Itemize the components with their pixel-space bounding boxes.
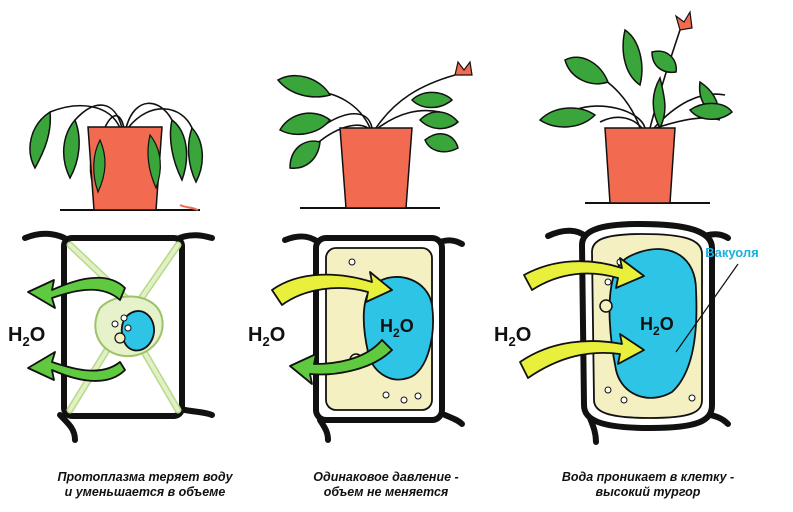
caption-normal: Одинаковое давление - объем не меняется xyxy=(261,470,511,500)
caption-line: Одинаковое давление - xyxy=(313,470,459,484)
caption-wilted: Протоплазма теряет воду и уменьшается в … xyxy=(20,470,270,500)
water-out-arrow-lower xyxy=(27,351,126,382)
vacuole-water-label: H2O xyxy=(380,316,414,340)
water-out-arrow-upper xyxy=(27,276,126,309)
water-out-arrow xyxy=(289,339,393,385)
caption-line: Вода проникает в клетку - xyxy=(561,470,735,484)
flower-icon xyxy=(454,60,473,76)
panel-normal: H2O H2O xyxy=(248,60,473,443)
water-in-arrow-upper xyxy=(523,257,645,291)
plasmolyzed-cell xyxy=(22,230,215,443)
water-label: H2O xyxy=(8,324,45,349)
wilted-flower-pot xyxy=(87,126,163,211)
normal-cell xyxy=(282,233,465,443)
vacuole-water-label: H2O xyxy=(640,314,674,338)
water-label: H2O xyxy=(494,324,531,349)
shrunken-vacuole xyxy=(120,310,155,352)
caption-turgid: Вода проникает в клетку - высокий тургор xyxy=(523,470,773,500)
turgid-flower-pot xyxy=(604,127,676,204)
vacuole-pointer-line xyxy=(675,263,739,353)
caption-line: высокий тургор xyxy=(595,485,701,499)
normal-plant-illustration xyxy=(276,60,473,209)
caption-line: и уменьшается в объеме xyxy=(64,485,226,499)
turgid-plant-illustration xyxy=(538,10,734,204)
normal-flower-pot xyxy=(339,127,413,209)
water-in-arrow xyxy=(271,271,393,306)
water-label: H2O xyxy=(248,324,285,349)
caption-line: объем не меняется xyxy=(323,485,449,499)
panel-turgid: Вакуоля H2O H2O xyxy=(494,10,759,445)
panel-wilted: H2O xyxy=(8,102,215,443)
caption-line: Протоплазма теряет воду xyxy=(57,470,233,484)
vacuole-label: Вакуоля xyxy=(705,245,759,260)
wilted-plant-illustration xyxy=(29,102,203,211)
flower-icon xyxy=(674,10,693,31)
turgid-cell xyxy=(545,220,731,445)
water-in-arrow-lower xyxy=(519,333,645,379)
